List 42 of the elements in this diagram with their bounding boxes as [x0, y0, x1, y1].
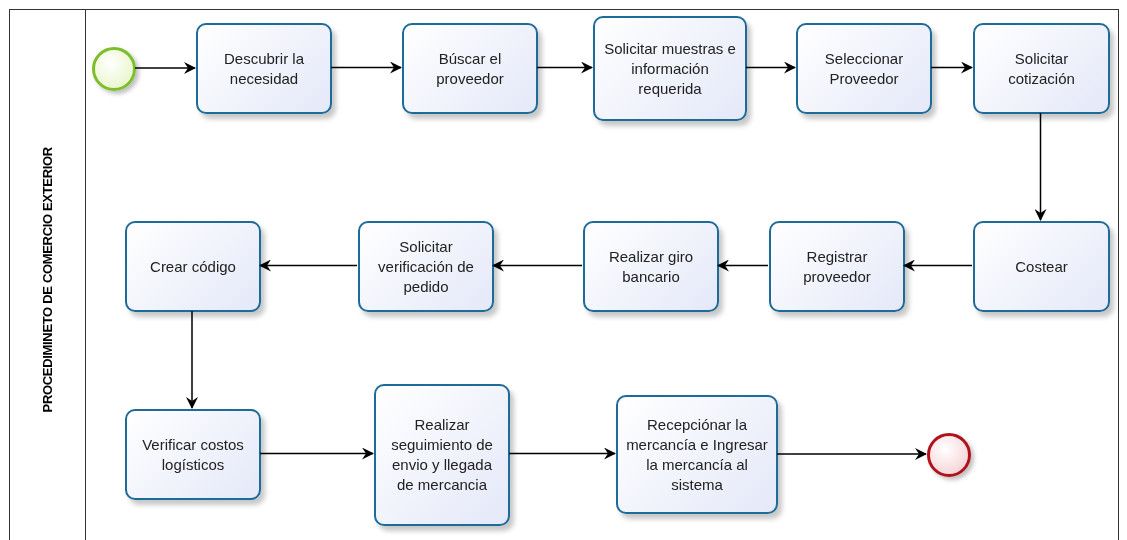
sequence-arrow	[930, 61, 973, 74]
task-label: Solicitar cotización	[1007, 48, 1076, 89]
sequence-arrow	[492, 259, 583, 272]
task-label: Registrar proveedor	[802, 246, 872, 287]
task-label: Búscar el proveedor	[435, 48, 505, 89]
sequence-arrow	[134, 62, 196, 74]
task-label: Recepciónar la mercancía e Ingresar la mercancía al sistema	[625, 414, 769, 495]
sequence-arrow	[259, 259, 358, 272]
task-box	[125, 409, 261, 500]
sequence-arrow	[508, 447, 616, 460]
task-box	[593, 16, 747, 121]
sequence-arrow	[330, 61, 402, 74]
task-box	[358, 221, 494, 312]
sequence-arrow	[745, 61, 796, 74]
task-label: Verificar costos logísticos	[141, 434, 245, 475]
sequence-arrow	[1034, 112, 1047, 221]
pool-frame	[9, 9, 1119, 540]
sequence-arrow	[259, 447, 374, 460]
task-box	[583, 221, 719, 312]
task-label: Seleccionar Proveedor	[823, 48, 905, 89]
pool-label: PROCEDIMINETO DE COMERCIO EXTERIOR	[38, 146, 56, 413]
task-box	[973, 23, 1110, 114]
task-box	[973, 221, 1110, 312]
task-label: Descubrir la necesidad	[223, 48, 305, 89]
sequence-arrow	[536, 61, 593, 74]
task-label: Solicitar muestras e información requerida	[603, 38, 737, 99]
task-box	[769, 221, 905, 312]
task-label: Realizar seguimiento de envio y llegada de mercancia	[390, 415, 494, 495]
task-box	[796, 23, 932, 114]
sequence-arrow	[186, 310, 198, 409]
sequence-arrow	[776, 448, 927, 460]
task-box	[196, 23, 332, 114]
sequence-arrow	[903, 259, 973, 272]
task-label: Realizar giro bancario	[607, 246, 695, 287]
task-box	[125, 221, 261, 312]
task-label: Solicitar verificación de pedido	[377, 236, 475, 297]
task-box	[616, 395, 778, 514]
task-box	[374, 384, 510, 526]
task-box	[402, 23, 538, 114]
task-label: Crear código	[150, 256, 236, 277]
sequence-arrow	[717, 259, 769, 272]
task-label: Costear	[1015, 256, 1068, 277]
